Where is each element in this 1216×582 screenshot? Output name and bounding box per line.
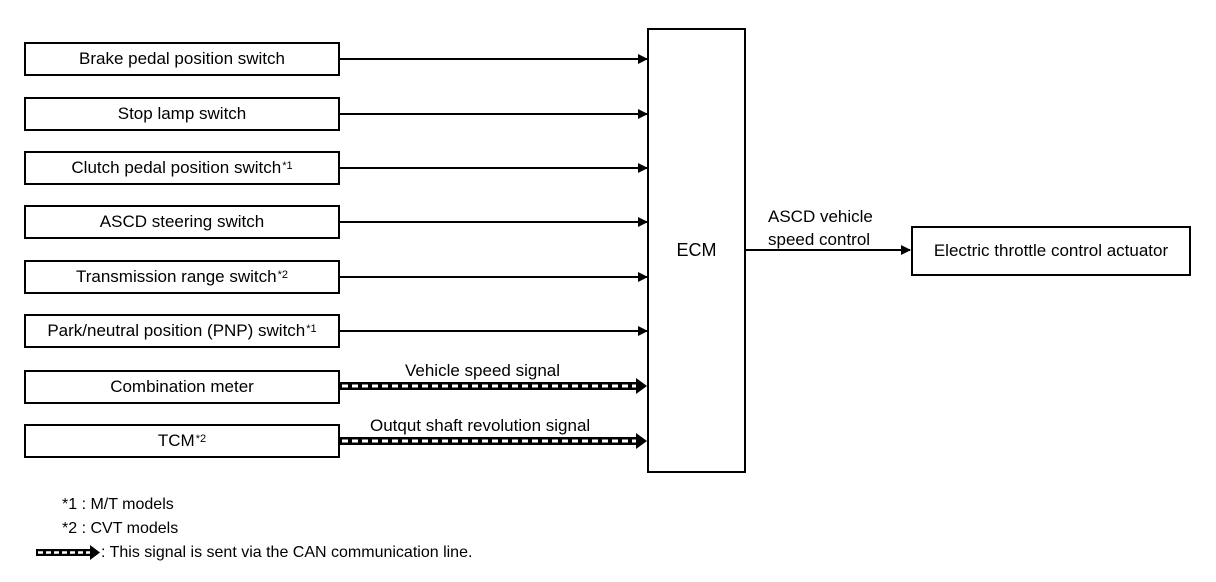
ecm-label: ECM — [676, 240, 717, 260]
box-label: Electric throttle control actuator — [933, 241, 1169, 260]
box-label: Transmission range switch — [75, 267, 277, 286]
box-label: ASCD steering switch — [99, 212, 265, 231]
transmission-range-switch-box: Transmission range switch*2 — [24, 260, 340, 294]
box-label: Combination meter — [110, 377, 254, 396]
ascd-label-line1: ASCD vehicle — [768, 207, 873, 226]
ecm-box: ECM — [647, 28, 746, 473]
tcm-box: TCM*2 — [24, 424, 340, 458]
combination-meter-box: Combination meter — [24, 370, 340, 404]
box-label: TCM — [157, 431, 195, 450]
brake-pedal-position-switch-box: Brake pedal position switch — [24, 42, 340, 76]
ascd-speed-control-label: ASCD vehicle speed control — [768, 205, 873, 251]
ascd-steering-switch-box: ASCD steering switch — [24, 205, 340, 239]
box-label: Clutch pedal position switch — [71, 158, 282, 177]
footnote-mark: *2 — [277, 269, 288, 281]
footnote-mark: *1 — [306, 323, 317, 335]
box-label: Brake pedal position switch — [78, 49, 285, 68]
footnote-mark: *2 — [195, 433, 207, 445]
legend-note-2: *2 : CVT models — [62, 520, 179, 537]
tcm-can-arrow — [340, 433, 647, 449]
combination-meter-can-arrow — [340, 378, 647, 394]
legend-note-1: *1 : M/T models — [62, 496, 174, 513]
electric-throttle-control-actuator-box: Electric throttle control actuator — [911, 226, 1191, 276]
vehicle-speed-signal-label: Vehicle speed signal — [405, 361, 561, 380]
stop-lamp-switch-box: Stop lamp switch — [24, 97, 340, 131]
clutch-pedal-position-switch-box: Clutch pedal position switch*1 — [24, 151, 340, 185]
footnote-mark: *1 — [282, 160, 293, 172]
ascd-label-line2: speed control — [768, 230, 871, 249]
legend-can-line: : This signal is sent via the CAN commun… — [101, 544, 473, 561]
pnp-switch-box: Park/neutral position (PNP) switch*1 — [24, 314, 340, 348]
box-label: Stop lamp switch — [117, 104, 247, 123]
box-label: Park/neutral position (PNP) switch — [47, 321, 306, 340]
output-shaft-signal-label: Outqut shaft revolution signal — [370, 416, 591, 435]
can-legend-symbol — [36, 545, 100, 560]
